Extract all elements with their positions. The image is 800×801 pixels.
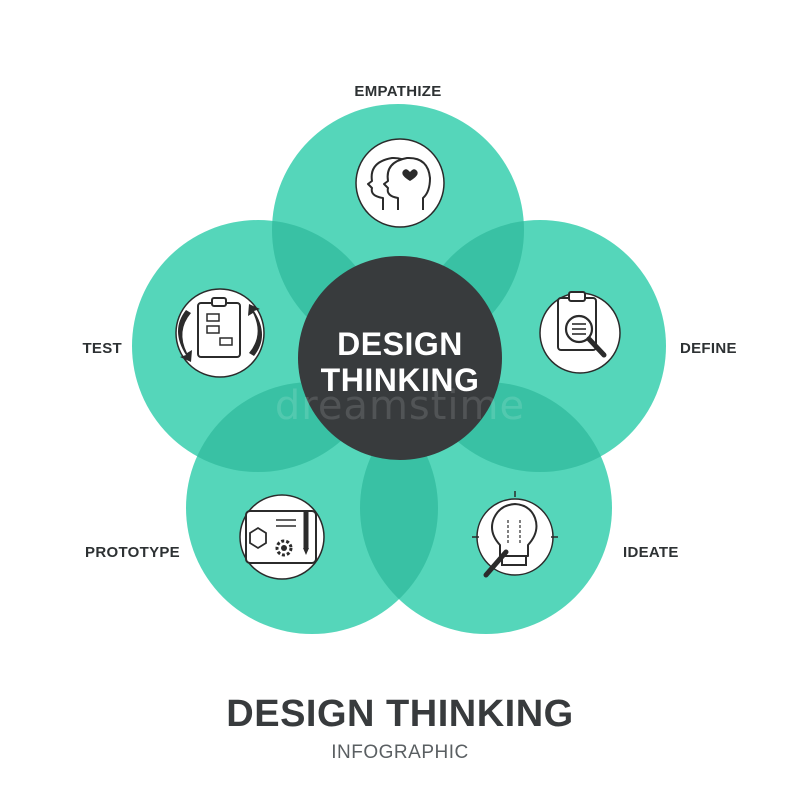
stage-label-ideate: IDEATE [623, 544, 679, 561]
overlap-empathize-define [414, 220, 524, 356]
stage-label-empathize: EMPATHIZE [354, 83, 442, 100]
stage-label-define: DEFINE [680, 340, 737, 357]
center-title-line1: DESIGN [337, 326, 463, 362]
icon-empathize [355, 138, 445, 228]
center-title-line2: THINKING [320, 362, 480, 398]
footer-title: DESIGN THINKING [226, 693, 574, 735]
stage-label-test: TEST [82, 340, 122, 357]
icon-prototype [239, 494, 325, 580]
icon-test [175, 288, 265, 378]
stage-label-prototype: PROTOTYPE [85, 544, 180, 561]
watermark: dreamstime [274, 383, 526, 429]
footer-subtitle: INFOGRAPHIC [331, 742, 469, 763]
icon-define [539, 291, 621, 374]
center-circle [298, 256, 502, 460]
center-title: DESIGN THINKING [321, 326, 480, 398]
icon-ideate [472, 491, 558, 578]
